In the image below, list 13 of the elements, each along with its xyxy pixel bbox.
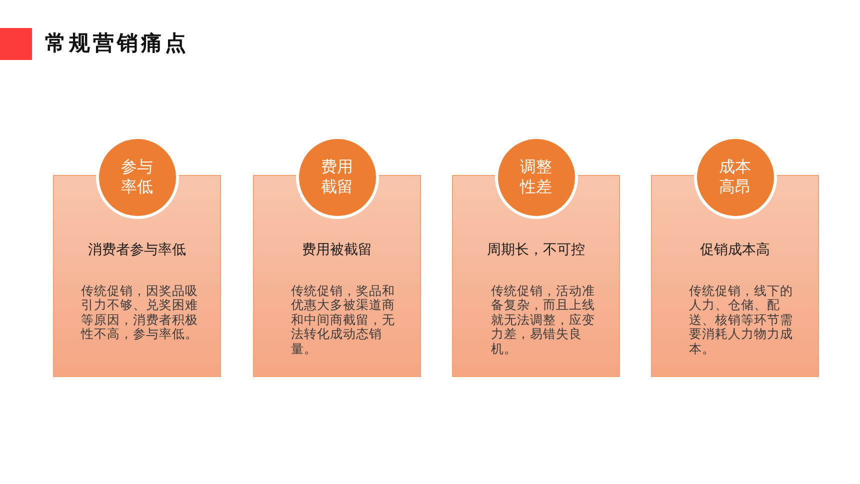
card-description: 传统促销，因奖品吸引力不够、兑奖困难等原因，消费者积极性不高，参与率低。: [81, 284, 199, 342]
circle-label: 参与率低: [120, 157, 154, 197]
circle-label: 费用截留: [320, 157, 354, 197]
circle-label: 成本高昂: [718, 157, 752, 197]
card-heading: 消费者参与率低: [88, 241, 186, 259]
card-heading: 周期长，不可控: [487, 241, 585, 259]
card-description: 传统促销，活动准备复杂，而且上线就无法调整，应变力差，易错失良机。: [491, 284, 596, 356]
page-title: 常规营销痛点: [45, 30, 189, 57]
card-heading: 促销成本高: [700, 241, 770, 259]
card-description: 传统促销，奖品和优惠大多被渠道商和中间商截留，无法转化成动态销量。: [291, 284, 396, 356]
circle-label: 调整性差: [519, 157, 553, 197]
card-description: 传统促销，线下的人力、仓储、配送、核销等环节需要消耗人力物力成本。: [689, 284, 794, 356]
card-heading: 费用被截留: [302, 241, 372, 259]
